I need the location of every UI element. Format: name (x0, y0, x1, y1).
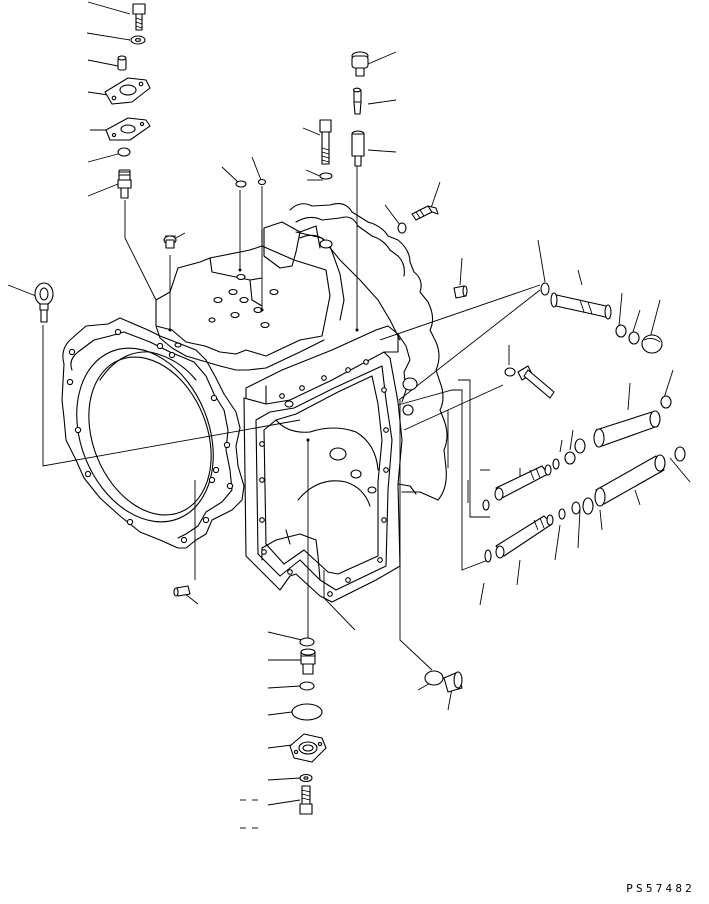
bell-housing-bolt-holes (67, 329, 232, 542)
top-deck-ridge-side (262, 226, 320, 248)
sleeve-lower-icon (595, 455, 665, 506)
drawing-code: PS57482 (626, 882, 695, 895)
ring-left-1 (483, 500, 489, 510)
side-box-right-rim (398, 334, 416, 494)
drain-plug-right (425, 671, 462, 692)
leader-dots (168, 268, 359, 442)
eye-bolt-icon (35, 283, 53, 322)
spool-lower-icon (496, 515, 553, 558)
o-ring-bottom-2 (300, 682, 314, 690)
spool-upper-icon (495, 465, 551, 500)
o-ring-right-2 (616, 325, 626, 337)
ring-right-b (565, 452, 575, 464)
lower-pin-icon (174, 586, 190, 596)
pin-shaft-icon (551, 293, 611, 319)
long-bolt-icon (320, 120, 331, 164)
ring-right-d (583, 498, 593, 514)
bolt-bottom-icon (300, 786, 312, 814)
gasket-icon (106, 118, 150, 140)
top-deck-holes (175, 240, 332, 347)
side-box-port-3 (368, 487, 376, 493)
right-boss-2 (403, 405, 413, 415)
washer-right (505, 368, 515, 376)
stud-icon (412, 206, 438, 220)
right-boss (403, 378, 417, 390)
leader-lines (8, 2, 690, 828)
right-shafts (483, 283, 685, 562)
sender-unit-icon (352, 52, 368, 76)
side-box-port-2 (351, 470, 361, 478)
dowel-pin-icon (454, 286, 467, 298)
o-ring-right-3 (629, 332, 639, 344)
washer-3-icon (398, 223, 406, 233)
o-ring-right-1 (541, 283, 549, 295)
side-box-window (264, 376, 382, 574)
breather-icon (118, 56, 126, 70)
top-deck-front (156, 326, 324, 370)
o-ring-icon (118, 148, 130, 156)
rear-flange-bore (300, 235, 344, 320)
side-box-bolt-holes (260, 360, 389, 597)
ring-right-a (575, 439, 585, 453)
side-box-lower-step (262, 534, 320, 580)
rear-flange-inner (296, 217, 404, 276)
bell-housing-bore (52, 328, 238, 543)
top-deck (156, 246, 330, 356)
rear-flange-inner-2 (296, 232, 400, 340)
ring-right-c (553, 459, 559, 469)
bolt-right-icon (518, 366, 554, 398)
ring-right-e (572, 502, 580, 514)
probe-icon (354, 88, 362, 114)
top-deck-step (210, 258, 262, 306)
plug-seal-icon (236, 181, 246, 187)
cover-bottom-icon (290, 734, 326, 762)
washer-2-icon (320, 173, 332, 179)
side-box-port-4 (285, 401, 293, 407)
cover-plate-icon (105, 78, 150, 104)
o-ring-right-5 (675, 447, 685, 461)
transmission-case (52, 204, 447, 602)
bell-housing-wave (71, 332, 232, 538)
side-box-frame (256, 366, 392, 590)
ring-left-2 (485, 550, 491, 562)
o-ring-bottom-1 (300, 638, 314, 646)
side-box-outer (244, 352, 402, 602)
top-center-parts (164, 52, 467, 298)
gasket-bottom (292, 704, 322, 720)
side-box-inner-curve (276, 420, 378, 470)
side-box-top (246, 326, 398, 404)
o-ring-right-4 (661, 396, 671, 408)
plug-icon (444, 672, 462, 692)
strainer-fitting-icon (301, 649, 315, 674)
sleeve-upper-icon (594, 411, 660, 447)
adapter-icon (352, 131, 364, 166)
elbow-fitting-icon (164, 236, 176, 248)
top-left-stack (105, 4, 150, 198)
bolt-icon (133, 4, 145, 30)
side-box-port (330, 448, 346, 460)
ring-right-f (559, 509, 565, 519)
pressure-switch-icon (118, 170, 131, 198)
bell-housing-outer (62, 318, 244, 548)
cap-icon (642, 335, 662, 353)
bottom-stack (290, 638, 326, 814)
small-plug-icon (259, 180, 266, 185)
bell-housing-bore-lip (100, 352, 196, 380)
rear-flange-outline (290, 204, 447, 500)
top-deck-ridge (264, 222, 300, 268)
